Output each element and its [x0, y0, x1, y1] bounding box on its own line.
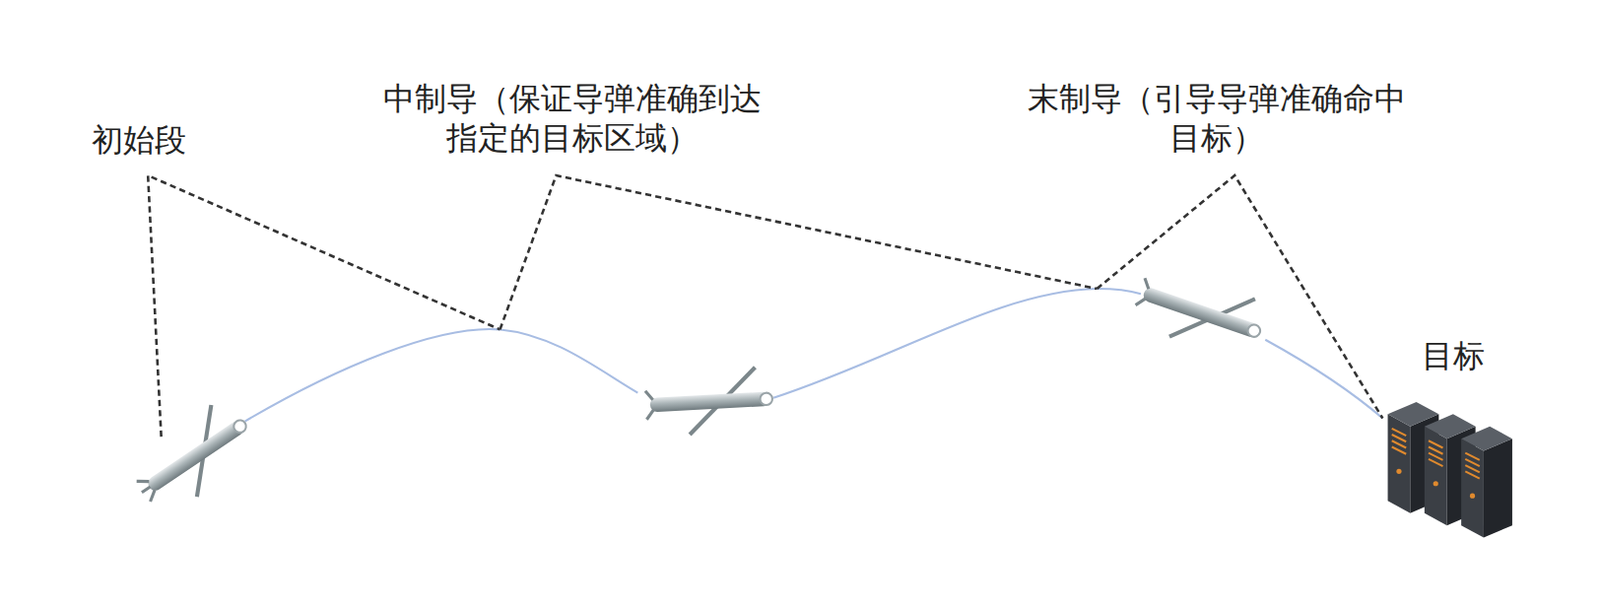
target-label: 目标: [1421, 335, 1485, 376]
phase-label: 末制导（引导导弹准确命中目标）: [1021, 78, 1413, 158]
trajectory: [245, 329, 639, 422]
trajectory: [773, 288, 1141, 399]
missile: [1135, 277, 1266, 346]
phase-label: 初始段: [91, 120, 187, 160]
missile: [645, 367, 774, 435]
server-tower: [1461, 426, 1513, 538]
phase-label: 中制导（保证导弹准确到达指定的目标区域）: [377, 78, 769, 158]
trajectory: [1265, 339, 1383, 419]
leader-lines: [147, 175, 1383, 437]
server-target: [1388, 401, 1513, 538]
missile: [134, 404, 253, 503]
